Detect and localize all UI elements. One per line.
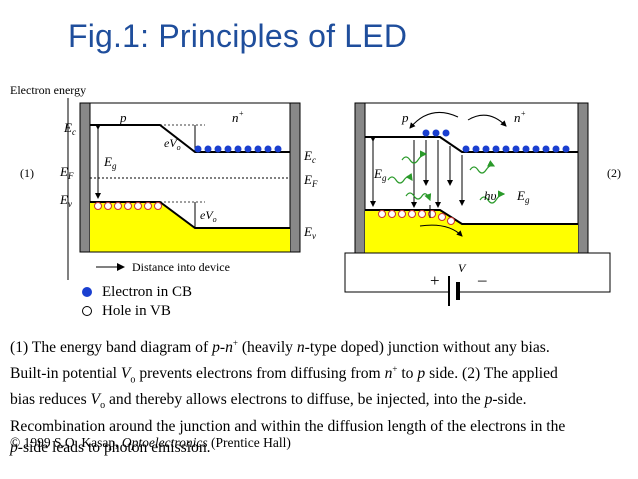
photon-energy-label: hυ (484, 188, 497, 203)
eg-left-label-2: Eg (373, 166, 387, 183)
region-n-1: n+ (232, 109, 244, 125)
battery-minus: – (477, 270, 487, 289)
diagram-2-forward-biased: p n+ Eg hυ Eg (2) + – V (344, 102, 621, 306)
diagram-1-label: (1) (20, 166, 34, 180)
ec-left-label-1: Ec (63, 120, 76, 137)
conduction-band-edge-2 (365, 136, 578, 153)
ev-right-label-1: Ev (303, 224, 316, 241)
diagram-2-label: (2) (607, 166, 621, 180)
diagram-1-unbiased: Electron energy p n+ Ec EF Ev Eg (10, 83, 318, 280)
hole-flow-arrow (419, 224, 463, 237)
battery-plus: + (430, 271, 440, 290)
left-contact-1 (79, 102, 91, 253)
ef-right-label-1: EF (303, 172, 318, 189)
evo-bottom-label-1: eVo (200, 208, 217, 224)
y-axis-label: Electron energy (10, 83, 86, 97)
legend-electron: Electron in CB (82, 284, 192, 301)
holes-2 (378, 210, 455, 225)
valence-band-edge-1 (90, 201, 290, 229)
photon-emission-arrows (387, 150, 506, 204)
evo-top-label-1: eVo (164, 136, 181, 152)
page-title: Fig.1: Principles of LED (68, 18, 408, 54)
bias-circuit (344, 252, 611, 306)
ec-right-label-1: Ec (303, 148, 316, 165)
electron-marker-icon (82, 287, 92, 297)
electron-injection-arrow (409, 111, 459, 129)
region-p-2: p (401, 110, 409, 125)
eg-label-1: Eg (103, 154, 117, 171)
legend-hole: Hole in VB (82, 303, 171, 320)
region-n-2: n+ (514, 109, 526, 125)
eg-right-label-2: Eg (516, 188, 530, 205)
hole-marker-icon (82, 306, 92, 316)
figure-caption: (1) The energy band diagram of p-n+ (hea… (10, 338, 566, 456)
electron-flow-arrow (467, 114, 507, 127)
conduction-band-edge-1 (90, 124, 290, 153)
valence-band-fill-2 (365, 210, 578, 253)
x-axis-label: Distance into device (132, 260, 230, 274)
right-contact-2 (577, 102, 589, 254)
ev-left-label-1: Ev (59, 192, 72, 209)
holes-1 (94, 202, 162, 210)
voltage-label: V (458, 261, 467, 275)
region-p-1: p (119, 110, 127, 125)
ef-left-label-1: EF (59, 164, 74, 181)
valence-band-fill-1 (90, 202, 290, 252)
left-contact-2 (354, 102, 366, 254)
copyright-credit: © 1999 S.O. Kasap, Optoelectronics (Pren… (10, 435, 291, 450)
electrons-2 (422, 129, 570, 153)
electrons-1 (194, 145, 282, 153)
recombination-arrows (411, 140, 465, 218)
led-band-diagrams: Electron energy p n+ Ec EF Ev Eg (10, 83, 621, 306)
right-contact-1 (289, 102, 301, 253)
